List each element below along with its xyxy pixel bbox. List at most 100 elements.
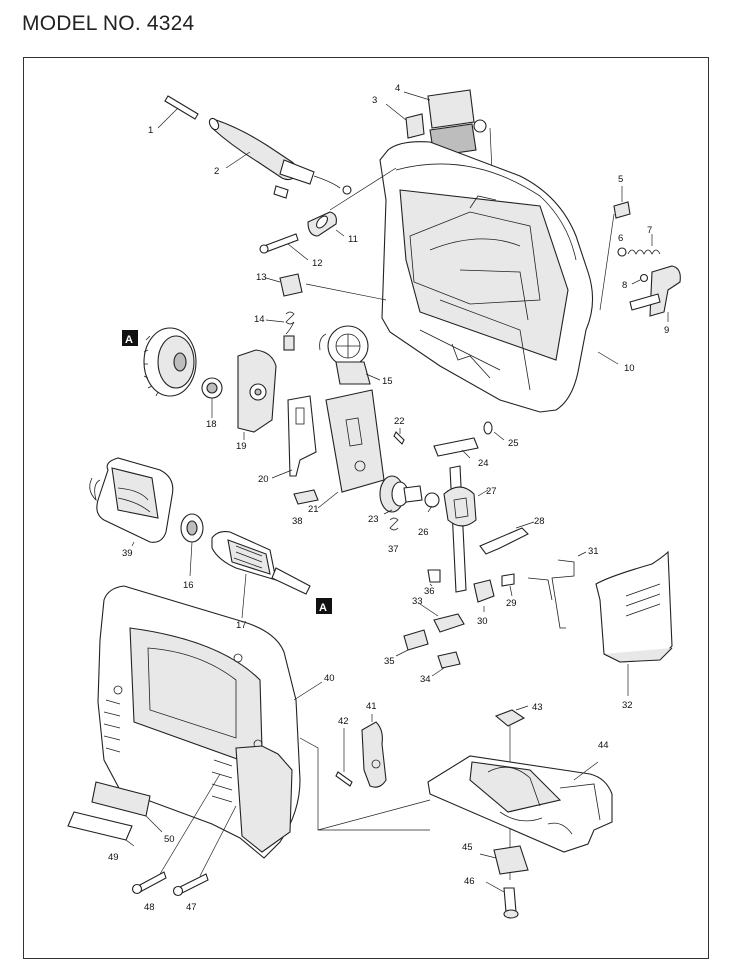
part-14-carbon-brush (265, 311, 295, 351)
part-39-field (89, 457, 174, 547)
part-3-switch-cap (385, 103, 425, 139)
part-48-screw (131, 773, 221, 895)
callout-18: 18 (206, 419, 217, 430)
callout-45: 45 (462, 842, 473, 853)
callout-14: 14 (254, 314, 265, 325)
part-17-armature (211, 531, 311, 619)
callout-40: 40 (324, 673, 335, 684)
callout-43: 43 (532, 702, 543, 713)
callout-19: 19 (236, 441, 247, 452)
part-45-base-clamp (479, 845, 529, 875)
callout-10: 10 (624, 363, 635, 374)
part-7-spring (627, 234, 661, 255)
part-10-motor-housing (379, 141, 619, 413)
part-27-plunger (443, 465, 489, 593)
part-35-slide-block (395, 629, 429, 657)
callout-11: 11 (348, 234, 358, 245)
part-21-balance-plate (317, 389, 385, 509)
callout-47: 47 (186, 902, 197, 913)
callout-33: 33 (412, 596, 423, 607)
part-34-slide-block (431, 651, 461, 677)
svg-text:A: A (319, 602, 327, 614)
callout-23: 23 (368, 514, 379, 525)
callout-44: 44 (598, 740, 609, 751)
callout-8: 8 (622, 280, 627, 291)
part-2-cord-guard (208, 117, 352, 199)
callout-labels: 1 2 3 4 5 6 7 8 9 10 11 12 13 14 15 16 1… (108, 83, 669, 913)
part-44-base (427, 755, 613, 853)
callout-41: 41 (366, 701, 377, 712)
callout-24: 24 (478, 458, 489, 469)
callout-36: 36 (424, 586, 435, 597)
part-8-washer (631, 273, 649, 285)
callout-34: 34 (420, 674, 431, 685)
callout-49: 49 (108, 852, 119, 863)
callout-31: 31 (588, 546, 599, 557)
part-47-screw (172, 805, 237, 897)
part-15-insulation-ring (319, 325, 381, 385)
callout-21: 21 (308, 504, 319, 515)
base-leader-lines (299, 737, 431, 831)
callout-26: 26 (418, 527, 429, 538)
callout-22: 22 (394, 416, 405, 427)
diagram-frame (23, 57, 709, 959)
callout-30: 30 (477, 616, 488, 627)
part-31-spring-wire (527, 551, 587, 629)
callout-20: 20 (258, 474, 269, 485)
part-25-o-ring (483, 421, 505, 441)
part-29-screw (501, 573, 515, 597)
part-24-slider (433, 437, 479, 459)
part-19-gear-housing (237, 349, 277, 440)
callout-50: 50 (164, 834, 175, 845)
part-5-label-plate (599, 186, 631, 311)
part-23-gear (379, 475, 423, 515)
callout-16: 16 (183, 580, 194, 591)
part-11-strain-relief (307, 167, 397, 237)
part-6-ball (617, 247, 627, 257)
callout-35: 35 (384, 656, 395, 667)
callout-32: 32 (622, 700, 633, 711)
callout-48: 48 (144, 902, 155, 913)
part-18-ball-bearing (201, 377, 223, 418)
callout-39: 39 (122, 548, 133, 559)
reference-marker-top: A (122, 330, 138, 346)
callout-2: 2 (214, 166, 219, 177)
part-50-nameplate (91, 781, 163, 833)
part-13-brush-holder (265, 273, 387, 301)
part-26-bushing (424, 492, 440, 513)
callout-42: 42 (338, 716, 349, 727)
callout-28: 28 (534, 516, 545, 527)
part-12-screw (259, 233, 309, 261)
part-1-pin (157, 95, 199, 129)
callout-9: 9 (664, 325, 669, 336)
part-46-bolt (485, 881, 519, 919)
reference-marker-bottom: A (316, 598, 332, 614)
callout-6: 6 (618, 233, 623, 244)
part-20-guide-plate (271, 395, 317, 479)
callout-7: 7 (647, 225, 652, 236)
callout-27: 27 (486, 486, 497, 497)
callout-46: 46 (464, 876, 475, 887)
part-36-screw (427, 569, 441, 587)
callout-25: 25 (508, 438, 519, 449)
part-41-lever (361, 714, 387, 788)
part-38-pad (293, 489, 319, 505)
callout-12: 12 (312, 258, 323, 269)
part-16-ball-bearing (180, 513, 204, 577)
part-37-spring (389, 517, 399, 531)
callout-15: 15 (382, 376, 393, 387)
callout-5: 5 (618, 174, 623, 185)
part-9-lever (629, 265, 681, 322)
svg-text:A: A (125, 334, 133, 346)
part-22-pin (393, 428, 405, 445)
part-30-blade-clamp (473, 579, 495, 612)
part-42-pin (335, 728, 353, 787)
part-large-gear (143, 327, 197, 397)
callout-29: 29 (506, 598, 517, 609)
model-title: MODEL NO. 4324 (22, 12, 195, 35)
callout-37: 37 (388, 544, 399, 555)
part-32-chip-cover (595, 550, 673, 696)
part-49-label (67, 811, 135, 847)
callout-13: 13 (256, 272, 267, 283)
